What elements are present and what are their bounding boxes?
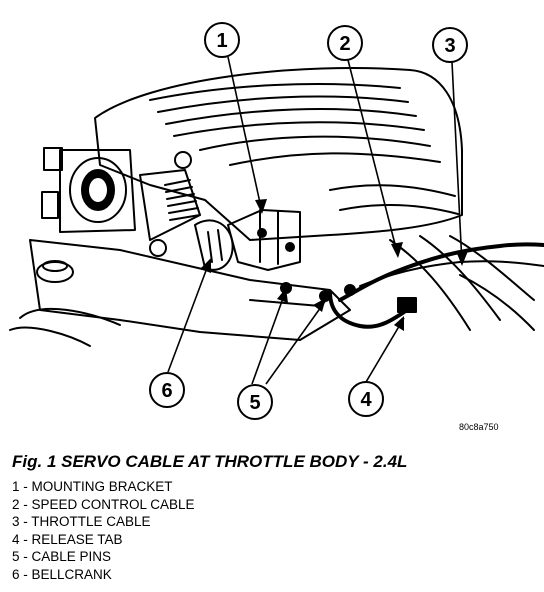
callout-2: 2 [327,25,363,61]
throttle-spring-drawing [149,151,201,257]
legend-list: 1 - MOUNTING BRACKET 2 - SPEED CONTROL C… [12,478,195,583]
bellcrank-drawing [194,219,234,271]
callout-6: 6 [149,372,185,408]
engine-illustration: 1 2 3 4 5 6 [9,22,544,420]
callout-3-number: 3 [444,35,455,57]
callout-4-number: 4 [360,389,372,411]
release-tab-drawing [397,297,417,313]
legend-item: 5 - CABLE PINS [12,549,112,564]
callout-1-number: 1 [216,30,227,52]
legend-item: 1 - MOUNTING BRACKET [12,479,173,494]
callout-2-number: 2 [339,33,350,55]
leader-line-5a [251,289,287,385]
legend-item: 6 - BELLCRANK [12,566,112,582]
callout-5-number: 5 [249,392,260,414]
throttle-body-drawing [41,147,201,241]
callout-4: 4 [348,381,384,417]
callout-3: 3 [432,27,468,63]
leader-line-1 [227,56,263,213]
image-code: 80c8a750 [459,422,499,432]
throttle-cable-drawing [359,260,544,287]
callout-1: 1 [204,22,240,58]
callout-6-number: 6 [161,380,172,402]
leader-line-4 [365,317,405,383]
leader-line-3 [451,61,463,265]
callout-5: 5 [237,384,273,420]
legend-item: 3 - THROTTLE CABLE [12,514,151,529]
legend-item: 2 - SPEED CONTROL CABLE [12,496,195,512]
leader-line-6 [167,259,211,373]
leader-line-2 [347,59,399,257]
leader-line-5b [265,299,327,385]
speed-control-cable-drawing [338,242,544,302]
legend-item: 4 - RELEASE TAB [12,531,123,547]
intake-manifold [94,67,463,241]
figure-caption: Fig. 1 SERVO CABLE AT THROTTLE BODY - 2.… [12,452,408,471]
